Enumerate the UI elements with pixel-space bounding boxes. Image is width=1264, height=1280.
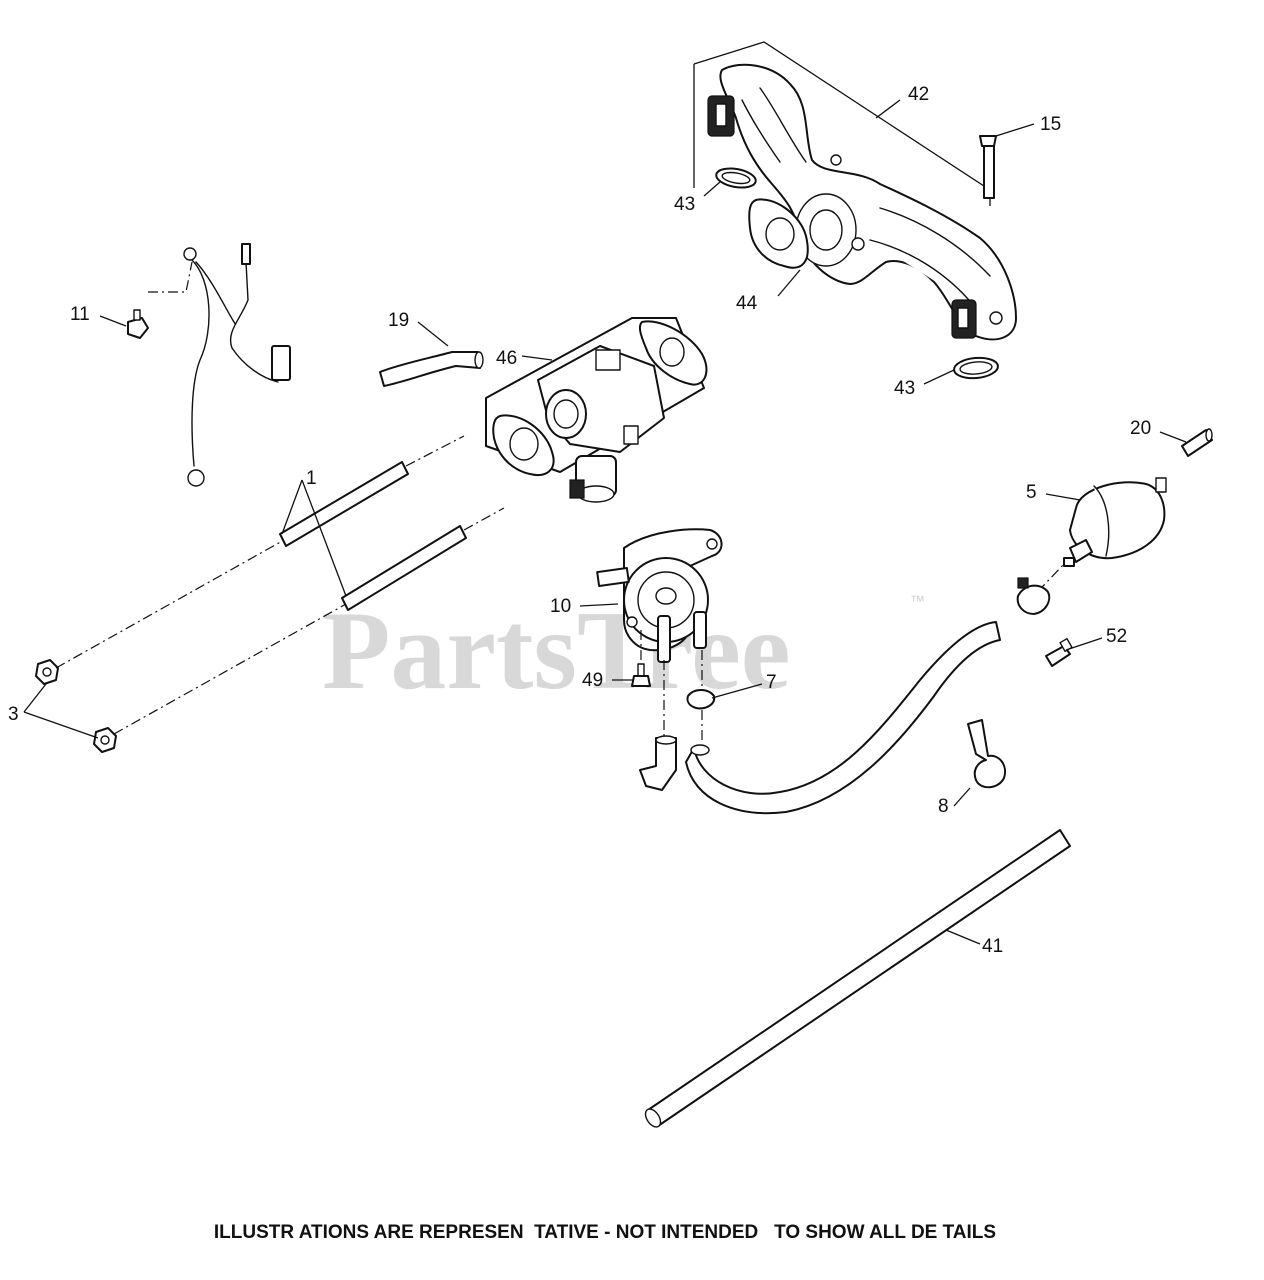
manifold-gasket[interactable] bbox=[748, 198, 809, 269]
wire-harness[interactable] bbox=[148, 243, 291, 487]
callout-10: 10 bbox=[550, 596, 571, 617]
hose-clamp[interactable] bbox=[686, 689, 716, 710]
callout-42: 42 bbox=[908, 84, 929, 105]
studs[interactable] bbox=[279, 435, 505, 611]
fuel-pump[interactable] bbox=[596, 528, 723, 663]
intake-manifold[interactable] bbox=[693, 41, 1017, 341]
callout-3: 3 bbox=[8, 704, 19, 725]
callout-20: 20 bbox=[1130, 418, 1151, 439]
watermark-text: PartsTree bbox=[322, 589, 791, 713]
callout-7: 7 bbox=[766, 672, 777, 693]
carburetor[interactable] bbox=[485, 317, 708, 503]
screw-49[interactable] bbox=[631, 630, 651, 687]
callout-19: 19 bbox=[388, 310, 409, 331]
callout-15: 15 bbox=[1040, 114, 1061, 135]
callouts: 42 15 43 44 43 11 19 46 20 5 1 3 10 49 7… bbox=[8, 84, 1151, 957]
callout-43-lower: 43 bbox=[894, 378, 915, 399]
fuel-hose[interactable] bbox=[685, 621, 1001, 815]
gasket-lower[interactable] bbox=[953, 356, 999, 380]
callout-1: 1 bbox=[306, 468, 317, 489]
p-clamp[interactable] bbox=[967, 719, 1006, 789]
flange-nuts[interactable] bbox=[35, 539, 347, 753]
bolt[interactable] bbox=[979, 135, 997, 199]
callout-11: 11 bbox=[70, 304, 90, 325]
callout-44: 44 bbox=[736, 293, 758, 314]
screw[interactable] bbox=[127, 309, 149, 339]
callout-52: 52 bbox=[1106, 626, 1127, 647]
callout-8: 8 bbox=[938, 796, 949, 817]
hose[interactable] bbox=[379, 351, 484, 387]
hose-20[interactable] bbox=[1181, 428, 1213, 457]
disclaimer-footer: ILLUSTR ATIONS ARE REPRESEN TATIVE - NOT… bbox=[213, 1222, 997, 1243]
callout-43-upper: 43 bbox=[674, 194, 695, 215]
fuel-filter[interactable] bbox=[1023, 477, 1167, 607]
callout-46: 46 bbox=[496, 348, 517, 369]
callout-49: 49 bbox=[582, 670, 603, 691]
callout-5: 5 bbox=[1026, 482, 1037, 503]
fitting[interactable] bbox=[1045, 637, 1073, 667]
leader-lines bbox=[23, 99, 1187, 945]
watermark-trademark: ™ bbox=[910, 593, 925, 610]
spring-clamp[interactable] bbox=[1016, 577, 1051, 615]
gasket-upper[interactable] bbox=[715, 166, 758, 191]
fuel-line[interactable] bbox=[642, 829, 1071, 1130]
callout-41: 41 bbox=[982, 936, 1003, 957]
